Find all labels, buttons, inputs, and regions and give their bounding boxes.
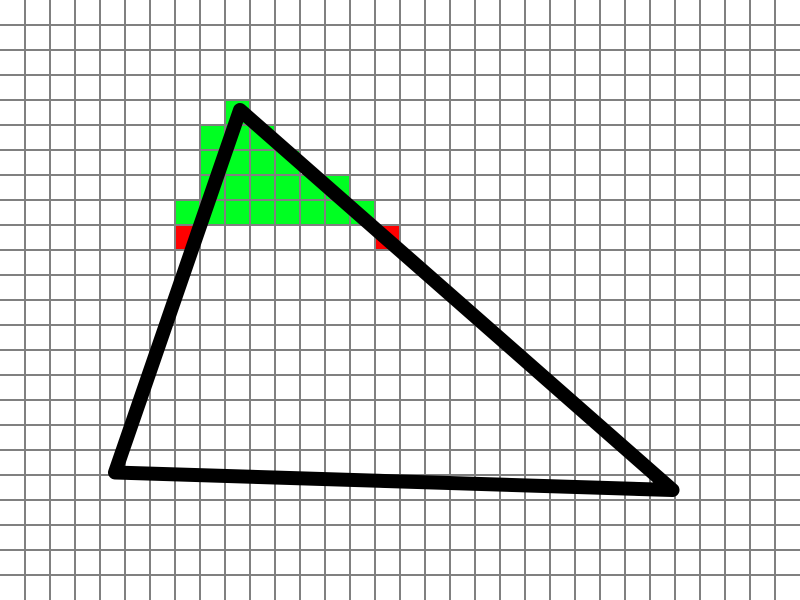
filled-cell bbox=[250, 150, 275, 175]
triangle-outline bbox=[108, 103, 680, 497]
filled-cell bbox=[275, 175, 300, 200]
triangle-layer bbox=[108, 103, 680, 497]
filled-cell bbox=[250, 175, 275, 200]
filled-cell bbox=[250, 200, 275, 225]
filled-cell bbox=[300, 200, 325, 225]
filled-cell bbox=[275, 200, 300, 225]
filled-cell bbox=[225, 200, 250, 225]
filled-cell bbox=[225, 175, 250, 200]
